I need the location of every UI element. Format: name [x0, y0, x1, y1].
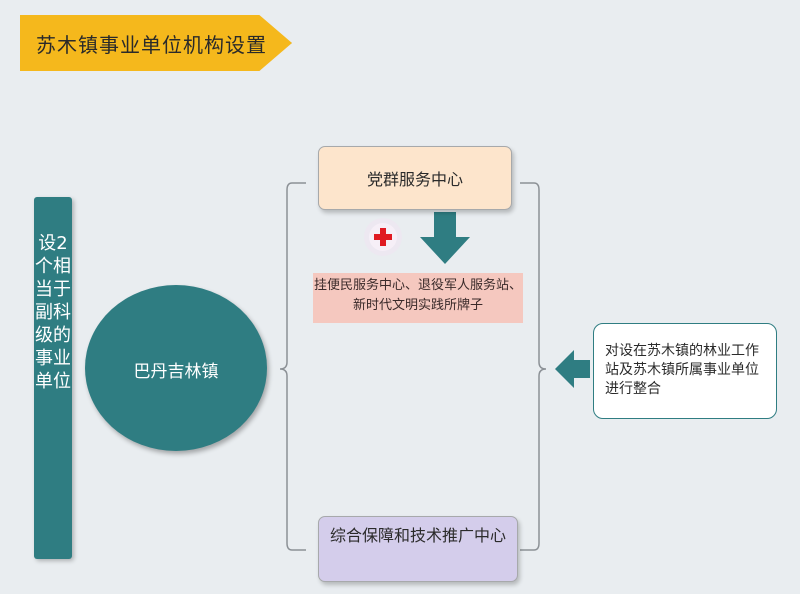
right-brace — [520, 182, 547, 551]
down-arrow-icon — [420, 212, 470, 264]
left-arrow-icon — [555, 350, 590, 388]
support-tech-center-box — [318, 516, 518, 582]
town-circle — [85, 285, 267, 451]
title-text: 苏木镇事业单位机构设置 — [36, 33, 267, 57]
left-vertical-bar — [34, 197, 72, 559]
support-tech-center-label: 综合保障和技术推广中心 — [329, 526, 506, 545]
party-service-center-label: 党群服务中心 — [366, 170, 463, 189]
left-brace — [279, 182, 306, 551]
left-bar-text: 设2个相当于副科级的事业单位 — [35, 233, 71, 392]
integration-note-box — [593, 323, 777, 419]
added-names-label: 挂便民服务中心、退役军人服务站、新时代文明实践所牌子 — [313, 278, 522, 313]
town-circle-label: 巴丹吉林镇 — [133, 362, 219, 382]
plus-icon — [364, 218, 402, 256]
party-service-center-box — [318, 146, 512, 210]
integration-note-label: 对设在苏木镇的林业工作站及苏木镇所属事业单位进行整合 — [605, 343, 759, 397]
added-names-box — [313, 273, 523, 323]
title-banner — [20, 15, 292, 71]
